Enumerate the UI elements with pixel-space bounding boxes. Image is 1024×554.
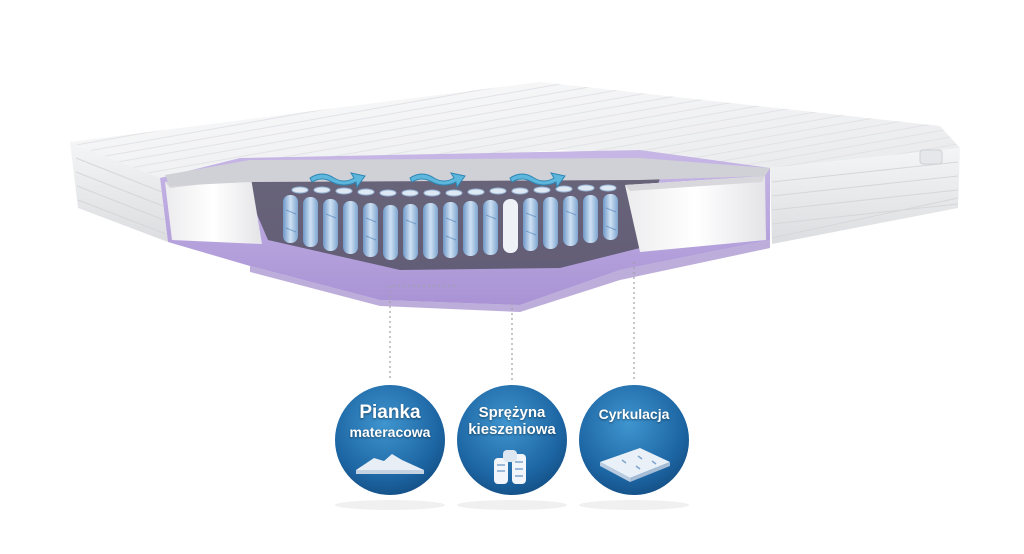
badge-foam-subtitle: materacowa <box>349 423 431 440</box>
pocket-springs <box>283 184 618 260</box>
mattress-left-side <box>70 142 168 242</box>
badge-circulation: Cyrkulacja <box>576 382 692 498</box>
right-foam-block <box>625 176 766 252</box>
leader-lines <box>389 262 635 382</box>
airflow-board-icon <box>600 448 670 482</box>
badge-spring-title: Sprężyna <box>478 404 546 421</box>
handle <box>919 149 943 165</box>
foam-layers-icon <box>356 454 424 474</box>
airflow-arrows <box>309 172 566 189</box>
mattress-right-side <box>770 148 960 244</box>
right-foam-top <box>625 176 765 191</box>
badge-spring-subtitle: kieszeniowa <box>468 421 556 439</box>
badge-foam-title: Pianka <box>359 402 421 423</box>
left-foam-block <box>165 172 262 244</box>
pocket-spring-icon <box>494 450 526 484</box>
badge-foam: Pianka materacowa <box>332 382 448 498</box>
mattress-top-quilting <box>70 82 960 178</box>
right-side-stitching <box>771 161 959 239</box>
badge-spring: Sprężyna kieszeniowa <box>454 382 570 498</box>
badge-circulation-title: Cyrkulacja <box>598 406 670 422</box>
left-side-stitching <box>75 157 167 235</box>
